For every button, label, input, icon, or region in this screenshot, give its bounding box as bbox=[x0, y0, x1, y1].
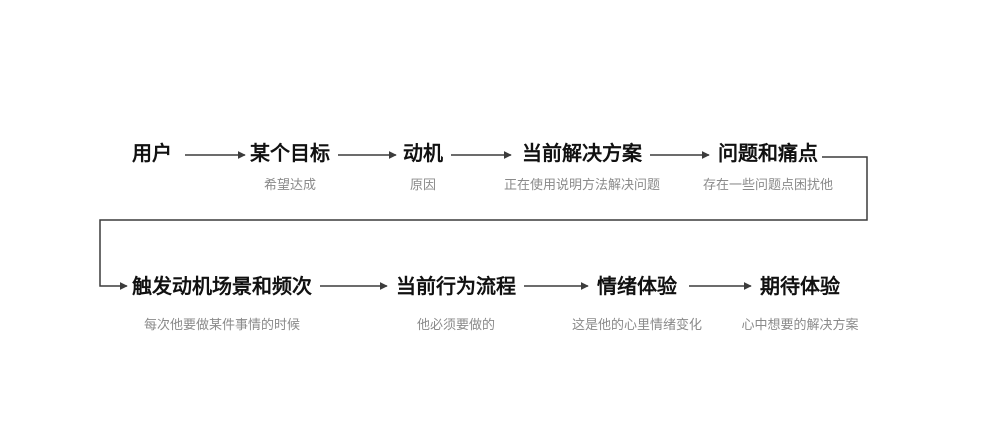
node-current-solution: 当前解决方案 正在使用说明方法解决问题 bbox=[504, 141, 660, 193]
node-expected-experience-subtitle: 心中想要的解决方案 bbox=[741, 317, 859, 332]
node-emotional-experience-subtitle: 这是他的心里情绪变化 bbox=[571, 317, 703, 332]
node-user-title: 用户 bbox=[132, 143, 172, 165]
row-wrap-connector-arrow bbox=[99, 156, 868, 290]
node-problems-painpoints: 问题和痛点 存在一些问题点困扰他 bbox=[703, 141, 833, 193]
node-emotional-experience-title: 情绪体验 bbox=[596, 276, 677, 298]
node-expected-experience-title: 期待体验 bbox=[759, 276, 840, 298]
node-current-solution-subtitle: 正在使用说明方法解决问题 bbox=[503, 177, 661, 192]
node-current-behavior-flow: 当前行为流程 他必须要做的 bbox=[396, 274, 516, 333]
node-current-solution-title: 当前解决方案 bbox=[521, 143, 642, 165]
node-problems-painpoints-title: 问题和痛点 bbox=[717, 143, 818, 165]
node-goal-title: 某个目标 bbox=[250, 143, 330, 165]
node-current-behavior-flow-title: 当前行为流程 bbox=[396, 276, 516, 298]
node-trigger-scene-frequency: 触发动机场景和频次 每次他要做某件事情的时候 bbox=[132, 274, 312, 333]
node-user: 用户 bbox=[132, 141, 172, 167]
node-expected-experience: 期待体验 心中想要的解决方案 bbox=[741, 274, 858, 333]
node-emotional-experience: 情绪体验 这是他的心里情绪变化 bbox=[572, 274, 702, 333]
node-goal: 某个目标 希望达成 bbox=[250, 141, 330, 193]
node-problems-painpoints-subtitle: 存在一些问题点困扰他 bbox=[702, 177, 834, 192]
node-trigger-scene-frequency-title: 触发动机场景和频次 bbox=[132, 276, 312, 298]
node-motivation-subtitle: 原因 bbox=[409, 177, 436, 192]
node-goal-subtitle: 希望达成 bbox=[263, 177, 316, 192]
node-motivation: 动机 原因 bbox=[403, 141, 443, 193]
node-motivation-title: 动机 bbox=[403, 143, 443, 165]
node-current-behavior-flow-subtitle: 他必须要做的 bbox=[416, 317, 495, 332]
node-trigger-scene-frequency-subtitle: 每次他要做某件事情的时候 bbox=[143, 317, 300, 332]
